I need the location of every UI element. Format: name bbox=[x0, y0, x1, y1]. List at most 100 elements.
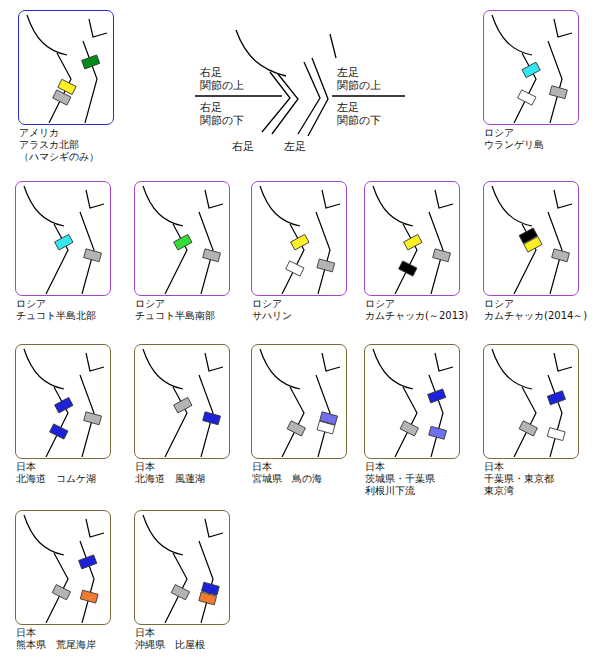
leg-band bbox=[433, 249, 451, 262]
leg-illustration bbox=[19, 11, 112, 123]
body-outline bbox=[373, 349, 413, 389]
region-panel: ロシア カムチャッカ(2014～) bbox=[483, 181, 579, 296]
leg-band bbox=[84, 412, 102, 425]
body-outline bbox=[24, 515, 64, 555]
leg-strokes bbox=[492, 349, 572, 457]
left-leg bbox=[316, 212, 330, 294]
leg-band bbox=[171, 585, 189, 600]
body-outline bbox=[322, 353, 340, 371]
leg-strokes bbox=[24, 349, 104, 457]
body-outline bbox=[205, 190, 223, 208]
body-outline bbox=[260, 349, 300, 389]
body-outline bbox=[24, 349, 64, 389]
body-outline bbox=[27, 15, 67, 55]
region-caption: 日本 北海道 コムケ湖 bbox=[16, 461, 96, 485]
leg-band bbox=[549, 86, 567, 99]
leg-band bbox=[400, 421, 418, 436]
right-leg bbox=[165, 224, 187, 294]
leg-position-label: 左足 関節の上 bbox=[337, 66, 381, 92]
leg-illustration bbox=[16, 345, 109, 457]
leg-band bbox=[203, 249, 221, 262]
region-panel: ロシア チュコト半島北部 bbox=[15, 181, 111, 296]
body-outline bbox=[554, 353, 572, 371]
leg-illustration bbox=[16, 182, 109, 294]
left-leg bbox=[298, 62, 320, 134]
body-outline bbox=[322, 190, 340, 208]
body-outline bbox=[492, 186, 532, 226]
region-panel: 日本 熊本県 荒尾海岸 bbox=[15, 510, 111, 625]
joint-divider bbox=[195, 95, 282, 96]
region-panel: 日本 茨城県・千葉県 利根川下流 bbox=[364, 344, 460, 459]
leg-band bbox=[552, 249, 570, 262]
leg-band bbox=[50, 424, 68, 439]
right-leg bbox=[272, 74, 298, 134]
leg-strokes bbox=[373, 349, 453, 457]
left-leg bbox=[199, 541, 213, 623]
leg-band bbox=[518, 90, 536, 105]
right-leg bbox=[165, 387, 187, 457]
leg-illustration bbox=[252, 345, 345, 457]
body-outline bbox=[86, 353, 104, 371]
leg-band bbox=[429, 426, 447, 439]
body-outline bbox=[492, 15, 532, 55]
body-outline bbox=[373, 186, 413, 226]
leg-band bbox=[55, 234, 73, 250]
leg-illustration bbox=[252, 182, 345, 294]
leg-strokes bbox=[492, 15, 572, 123]
body-outline bbox=[435, 353, 453, 371]
region-panel: 日本 千葉県・東京都 東京湾 bbox=[483, 344, 579, 459]
region-caption: 日本 宮城県 鳥の海 bbox=[252, 461, 322, 485]
leg-band bbox=[199, 592, 217, 605]
left-leg bbox=[83, 41, 97, 123]
leg-illustration bbox=[135, 345, 228, 457]
leg-position-label: 左足 関節の下 bbox=[337, 101, 381, 127]
leg-position-label: 右足 関節の下 bbox=[200, 101, 244, 127]
region-panel: ロシア サハリン bbox=[251, 181, 347, 296]
leg-illustration bbox=[16, 511, 109, 623]
leg-strokes bbox=[27, 15, 107, 123]
region-caption: ロシア チュコト半島南部 bbox=[135, 298, 215, 322]
leg-strokes bbox=[492, 186, 572, 294]
leg-illustration bbox=[365, 345, 458, 457]
leg-illustration bbox=[484, 182, 577, 294]
body-outline bbox=[143, 515, 183, 555]
region-caption: ロシア カムチャッカ(～2013) bbox=[365, 298, 468, 322]
region-panel: ロシア チュコト半島南部 bbox=[134, 181, 230, 296]
leg-band bbox=[317, 421, 335, 434]
region-panel: 日本 宮城県 鳥の海 bbox=[251, 344, 347, 459]
leg-band bbox=[55, 397, 73, 413]
leg-band bbox=[203, 412, 221, 425]
leg-band bbox=[174, 234, 192, 250]
leg-band bbox=[80, 590, 98, 603]
leg-band bbox=[524, 237, 542, 253]
body-outline bbox=[205, 353, 223, 371]
region-panel: アメリカ アラスカ北部 （ハマシギのみ） bbox=[18, 10, 114, 125]
region-caption: 日本 北海道 風蓮湖 bbox=[135, 461, 205, 485]
leg-strokes bbox=[24, 186, 104, 294]
body-outline bbox=[205, 519, 223, 537]
leg-band bbox=[286, 261, 304, 276]
leg-band bbox=[547, 391, 565, 405]
leg-band bbox=[52, 585, 70, 600]
leg-strokes bbox=[143, 349, 223, 457]
region-caption: 日本 熊本県 荒尾海岸 bbox=[16, 627, 96, 651]
body-outline bbox=[24, 186, 64, 226]
leg-band bbox=[174, 397, 192, 413]
leg-band bbox=[82, 55, 100, 69]
leg-strokes bbox=[260, 186, 340, 294]
leg-position-label: 右足 関節の上 bbox=[200, 66, 244, 92]
body-outline bbox=[260, 186, 300, 226]
left-leg bbox=[429, 375, 443, 457]
body-outline bbox=[89, 19, 107, 37]
leg-position-label: 右足 bbox=[232, 140, 254, 153]
body-outline bbox=[86, 190, 104, 208]
left-leg bbox=[548, 41, 562, 123]
region-panel: 日本 北海道 風蓮湖 bbox=[134, 344, 230, 459]
body-outline bbox=[554, 19, 572, 37]
region-caption: ロシア サハリン bbox=[252, 298, 292, 322]
region-caption: 日本 千葉県・東京都 東京湾 bbox=[484, 461, 554, 497]
body-outline bbox=[435, 190, 453, 208]
leg-band bbox=[53, 90, 71, 105]
body-outline bbox=[143, 349, 183, 389]
region-caption: 日本 茨城県・千葉県 利根川下流 bbox=[365, 461, 435, 497]
